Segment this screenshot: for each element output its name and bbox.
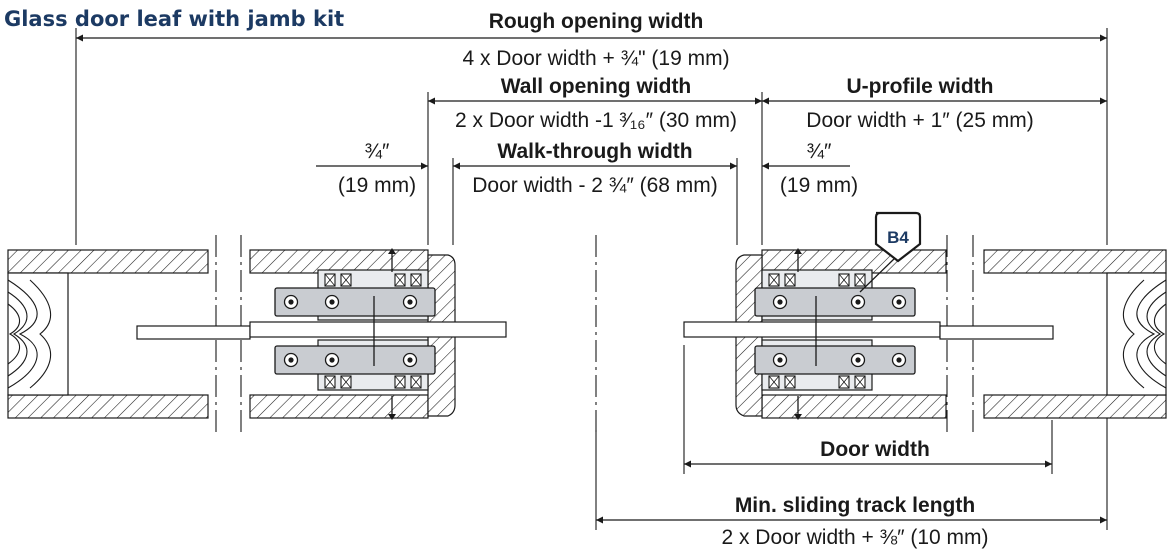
left-gap-metric: (19 mm) [338,174,416,197]
right-wall [761,249,1167,419]
u-profile-dimension: U-profile width Door width + 1″ (25 mm) [762,75,1107,132]
wall-opening-formula: 2 x Door width -1 ³⁄₁₆″ (30 mm) [455,109,737,132]
track-length-dimension: Min. sliding track length 2 x Door width… [596,494,1107,549]
b4-callout: B4 [859,211,922,293]
track-length-formula: 2 x Door width + ⅜″ (10 mm) [721,526,988,549]
walk-through-dimension: Walk-through width Door width - 2 ¾″ (68… [453,140,737,197]
right-gap-dimension: ¾″ (19 mm) [762,140,858,197]
door-width-dimension: Door width [683,345,1052,474]
rough-opening-label: Rough opening width [489,10,704,33]
left-gap-dimension: ¾″ (19 mm) [316,140,428,197]
right-glass-leaf [683,321,1054,340]
b4-callout-label: B4 [887,228,909,247]
track-length-label: Min. sliding track length [735,494,975,517]
door-width-label: Door width [820,438,930,461]
right-roller-hardware [754,248,916,420]
wall-opening-dimension: Wall opening width 2 x Door width -1 ³⁄₁… [428,75,762,132]
left-roller-hardware [274,248,436,420]
u-profile-label: U-profile width [847,75,994,98]
rough-opening-formula: 4 x Door width + ¾" (19 mm) [462,47,729,70]
u-profile-formula: Door width + 1″ (25 mm) [806,109,1033,132]
rough-opening-dimension: Rough opening width 4 x Door width + ¾" … [76,10,1107,70]
diagram-title: Glass door leaf with jamb kit [4,7,344,31]
walk-through-label: Walk-through width [497,140,692,163]
left-gap-fraction: ¾″ [365,140,391,163]
right-gap-metric: (19 mm) [780,174,858,197]
extension-lines [75,28,1108,530]
right-gap-fraction: ¾″ [807,140,833,163]
wall-opening-label: Wall opening width [501,75,692,98]
left-wall [7,249,429,419]
walk-through-formula: Door width - 2 ¾″ (68 mm) [472,174,718,197]
left-glass-leaf [136,321,507,340]
